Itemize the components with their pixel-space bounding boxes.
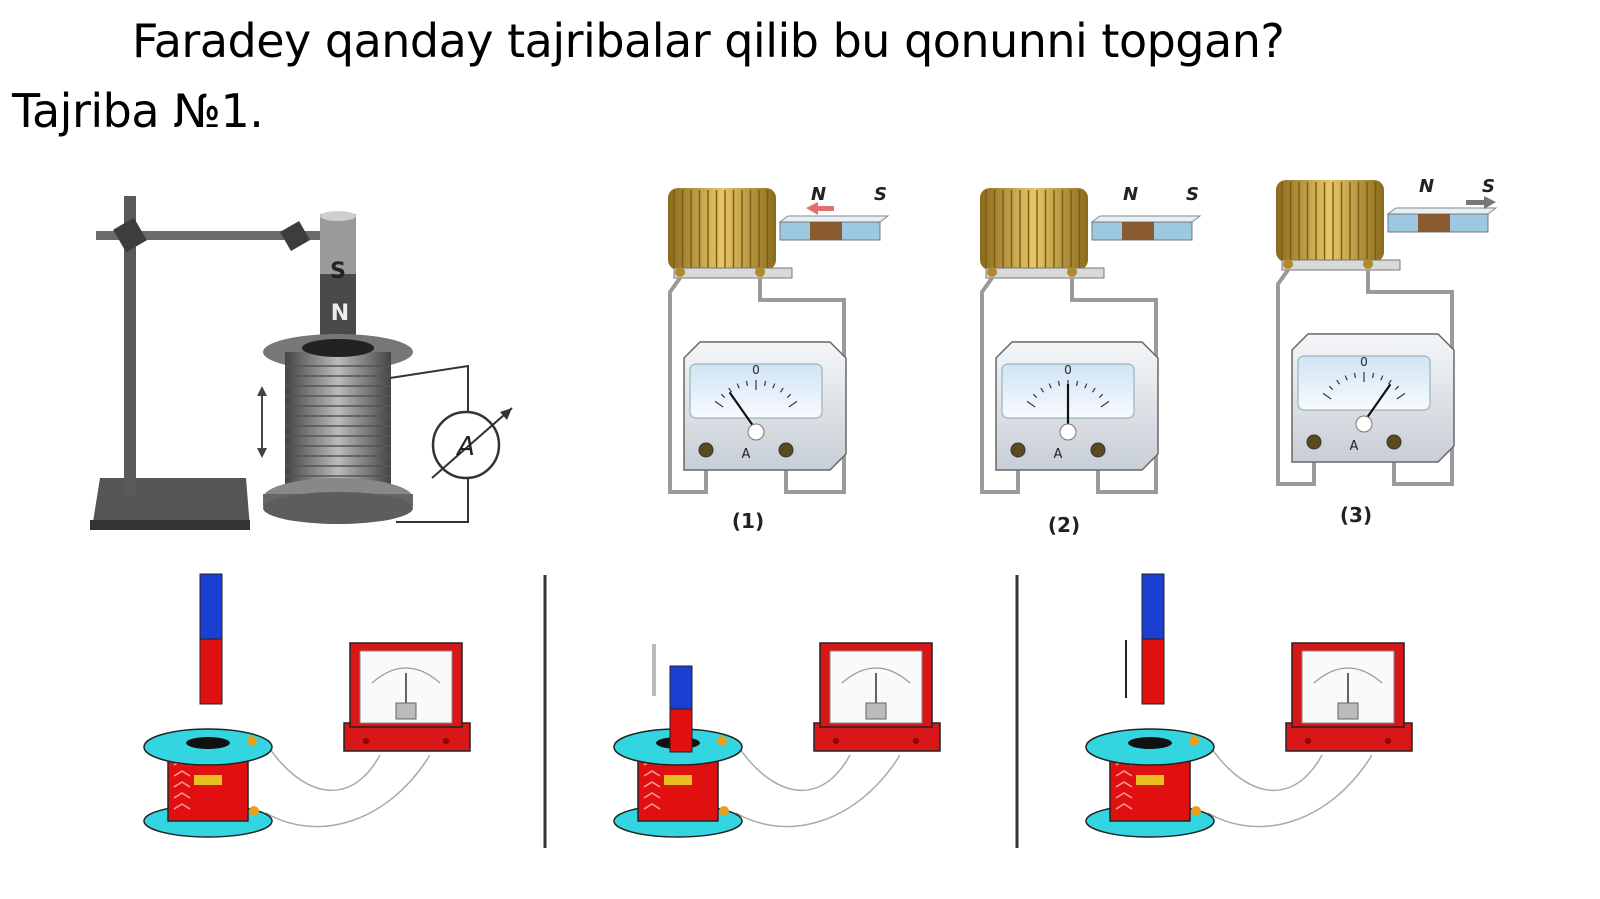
stand-experiment: S N A (90, 196, 513, 530)
magnet-pole-s: S (330, 259, 346, 284)
needle (1363, 383, 1392, 423)
red-blue-magnet (199, 573, 223, 705)
red-spool (1085, 728, 1215, 838)
bar-magnet (1386, 207, 1498, 233)
experiment-caption: (3) (1340, 503, 1372, 527)
coil-horizontal (1276, 180, 1384, 262)
animation-panel-3 (1085, 573, 1413, 838)
pole-s-label: S (874, 184, 887, 205)
galvanometer: 0A (683, 341, 847, 471)
slide-subtitle: Tajriba №1. (12, 84, 264, 138)
meter-label: A (1054, 447, 1063, 462)
red-spool (143, 728, 273, 838)
red-meter (813, 642, 941, 752)
pole-n-label: N (1419, 176, 1434, 197)
experiment-caption: (1) (732, 509, 764, 533)
red-blue-magnet (1141, 573, 1165, 705)
stand-arm (96, 231, 336, 240)
animation-panel-2 (613, 642, 941, 838)
galvanometer: 0A (995, 341, 1159, 471)
animation-panel-1 (143, 573, 471, 838)
experiment-caption: (2) (1048, 513, 1080, 537)
red-meter (343, 642, 471, 752)
needle (728, 391, 757, 431)
bar-magnet (778, 215, 890, 241)
bottom-animations (143, 573, 1413, 838)
dial-zero-label: 0 (1360, 355, 1368, 369)
pole-n-label: N (1123, 184, 1138, 205)
pole-n-label: N (811, 184, 826, 205)
meter-label: A (1350, 439, 1359, 454)
pole-s-label: S (1186, 184, 1199, 205)
red-blue-magnet (669, 665, 693, 753)
motion-arrow-icon (806, 202, 834, 215)
meter-label: A (742, 447, 751, 462)
galvanometer: 0A (1291, 333, 1455, 463)
motion-arrow-icon (1466, 196, 1496, 209)
pole-s-label: S (1482, 176, 1495, 197)
dial-zero-label: 0 (752, 363, 760, 377)
coil-horizontal (980, 188, 1088, 270)
bar-magnet (1090, 215, 1202, 241)
coil-body (285, 352, 391, 494)
dial-zero-label: 0 (1064, 363, 1072, 377)
ammeter-symbol-letter: A (455, 432, 475, 462)
magnet-pole-n: N (331, 301, 349, 326)
coil-horizontal (668, 188, 776, 270)
stand-rod (124, 196, 136, 496)
slide-title: Faradey qanday tajribalar qilib bu qonun… (132, 14, 1285, 68)
red-meter (1285, 642, 1413, 752)
